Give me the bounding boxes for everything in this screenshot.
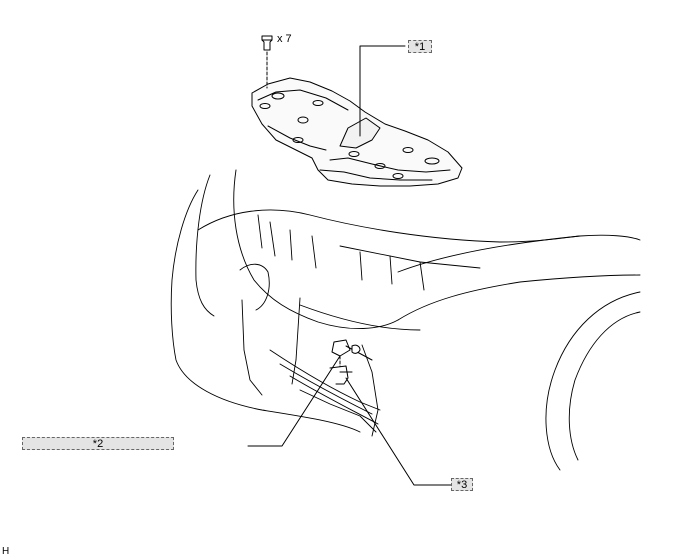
- callout-2: *2: [22, 437, 174, 450]
- callout-3: *3: [451, 478, 473, 491]
- sensor-part: [331, 339, 373, 371]
- clip-icon: [261, 35, 273, 89]
- callout-1: *1: [408, 40, 432, 53]
- undercover-part: [251, 77, 463, 187]
- leader-line-1: [359, 45, 406, 137]
- leader-line-2: [247, 355, 341, 447]
- document-code: H: [2, 546, 10, 557]
- clip-quantity-label: x 7: [277, 33, 292, 45]
- bracket-part: [329, 365, 353, 385]
- vehicle-front-body: [170, 169, 641, 471]
- leader-line-3: [345, 377, 452, 486]
